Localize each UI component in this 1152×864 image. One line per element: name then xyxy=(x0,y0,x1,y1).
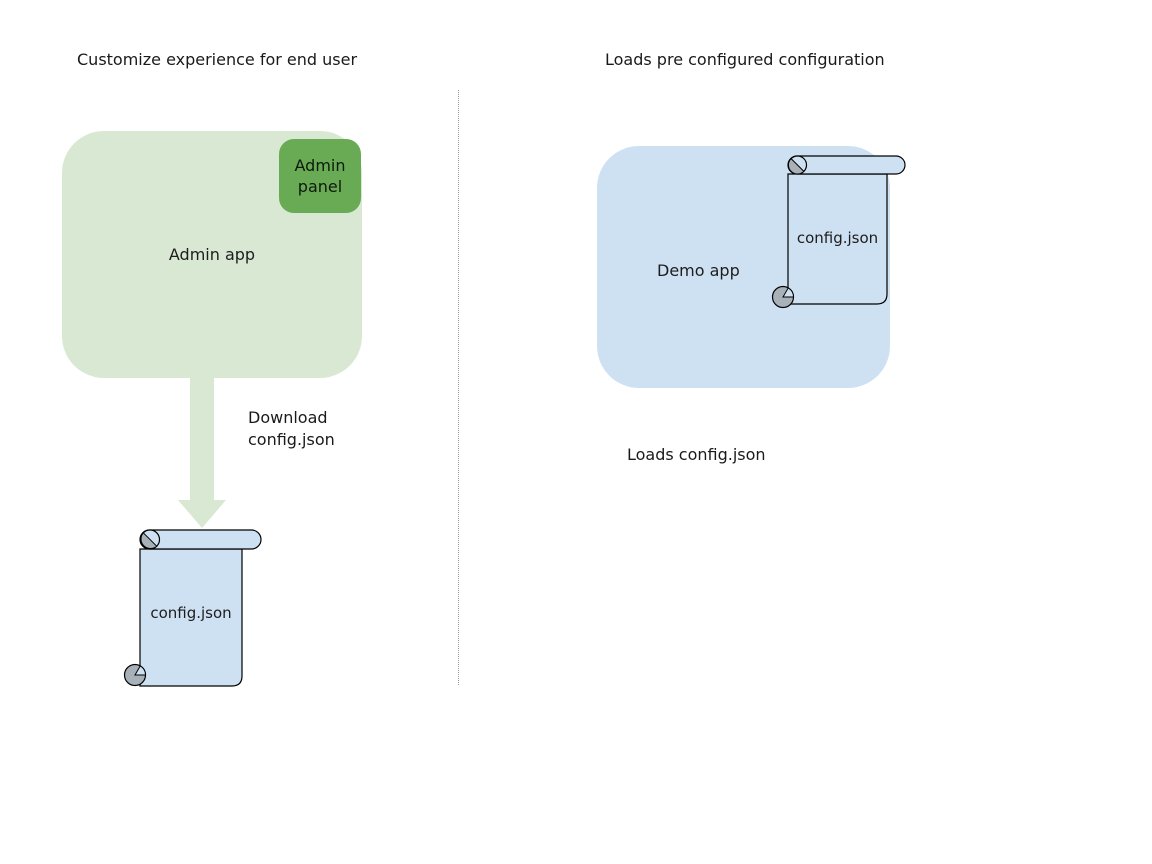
download-config-annotation: Download config.json xyxy=(248,408,335,449)
left-scroll-label: config.json xyxy=(150,604,232,622)
demo-app-label: Demo app xyxy=(657,261,740,280)
admin-app-label: Admin app xyxy=(168,245,256,264)
down-arrow-icon xyxy=(178,378,226,528)
right-scroll-label: config.json xyxy=(796,229,879,247)
admin-panel-label: Admin panel xyxy=(294,156,346,196)
section-divider xyxy=(458,90,459,685)
loads-config-caption: Loads config.json xyxy=(627,445,766,464)
config-json-scroll-icon xyxy=(771,155,906,309)
config-json-scroll-icon xyxy=(123,529,262,687)
right-section-title: Loads pre configured configuration xyxy=(605,50,885,69)
left-section-title: Customize experience for end user xyxy=(77,50,358,69)
admin-panel-box: Admin panel xyxy=(279,139,361,213)
